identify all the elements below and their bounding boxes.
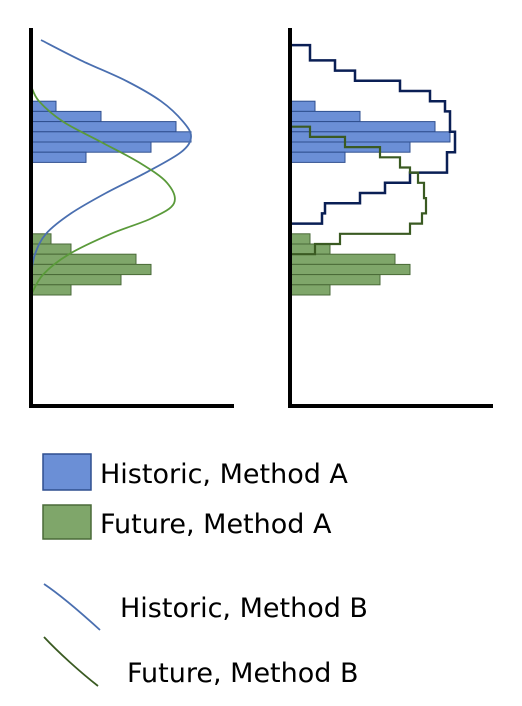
legend-historic-method-b-label: Historic, Method B bbox=[120, 593, 368, 624]
legend-historic-method-a-swatch bbox=[42, 453, 92, 491]
future-bar-5 bbox=[289, 274, 381, 286]
historic-bar-6 bbox=[289, 151, 346, 163]
historic-bar-2 bbox=[30, 110, 102, 123]
future-bar-6 bbox=[30, 284, 72, 296]
legend-historic-method-b-line bbox=[43, 583, 101, 631]
left-historic-method-b-curve bbox=[30, 39, 192, 275]
historic-bar-3 bbox=[289, 121, 436, 133]
legend: Historic, Method A Future, Method A Hist… bbox=[42, 453, 368, 689]
future-bar-1 bbox=[289, 233, 311, 245]
legend-future-method-b-label: Future, Method B bbox=[127, 658, 359, 689]
legend-future-method-b-line bbox=[43, 636, 99, 687]
left-future-method-b-curve bbox=[30, 85, 176, 296]
legend-historic-method-a-label: Historic, Method A bbox=[100, 459, 348, 490]
historic-bar-6 bbox=[30, 151, 87, 163]
legend-future-method-a-swatch bbox=[42, 504, 92, 540]
historic-bar-2 bbox=[289, 110, 361, 123]
future-bar-6 bbox=[289, 284, 331, 296]
right-panel bbox=[288, 28, 493, 408]
future-bar-4 bbox=[289, 263, 411, 276]
legend-future-method-a-label: Future, Method A bbox=[100, 509, 332, 540]
historic-bar-3 bbox=[30, 121, 177, 133]
right-future-method-b-step bbox=[290, 125, 428, 256]
right-historic-method-b-step bbox=[290, 43, 457, 225]
left-panel bbox=[29, 28, 234, 408]
historic-bar-1 bbox=[289, 100, 316, 112]
left-histogram-bars bbox=[30, 100, 192, 296]
historic-bar-5 bbox=[30, 141, 152, 153]
historic-bar-4 bbox=[30, 131, 192, 143]
future-bar-3 bbox=[289, 253, 396, 265]
future-bar-2 bbox=[289, 243, 331, 255]
future-bar-5 bbox=[30, 274, 122, 286]
future-bar-3 bbox=[30, 253, 137, 265]
